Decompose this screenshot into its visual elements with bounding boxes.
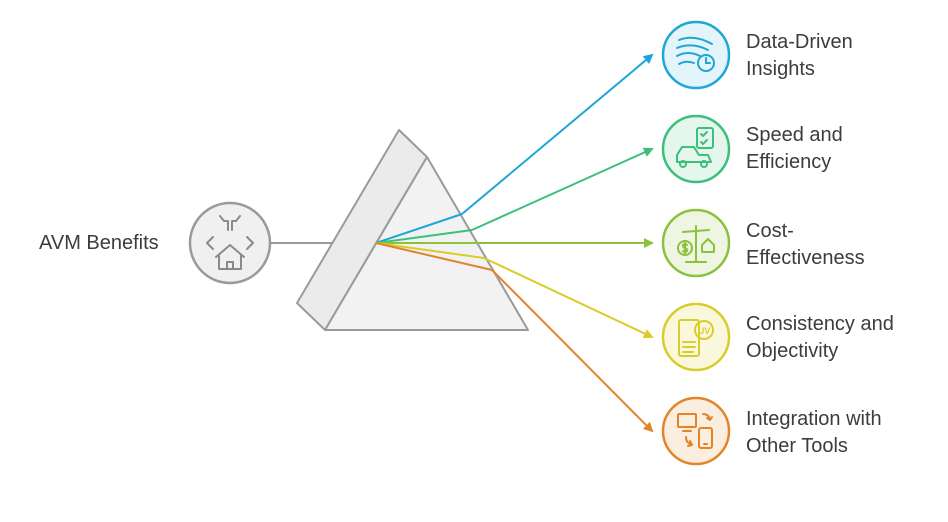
benefit-circle [661, 302, 731, 372]
internal-beams [375, 213, 493, 271]
benefit-label-line: Speed and [746, 124, 843, 146]
benefit-label-line: Efficiency [746, 151, 832, 173]
document-badge-icon: UV [678, 319, 714, 357]
benefit-label-line: Other Tools [746, 435, 848, 457]
source-label: AVM Benefits [39, 232, 159, 254]
beam-data-driven [461, 53, 654, 215]
car-checklist-icon [676, 127, 714, 168]
benefit-node-integration [661, 396, 731, 466]
scale-dollar-house-icon [677, 225, 715, 263]
benefit-label-data-driven: Data-Driven Insights [746, 29, 853, 83]
data-flow-clock-icon [676, 36, 715, 72]
benefit-label-cost: Cost- Effectiveness [746, 218, 865, 272]
benefit-label-line: Data-Driven [746, 31, 853, 53]
beam-integration [491, 269, 654, 433]
benefit-label-integration: Integration with Other Tools [746, 406, 882, 460]
beam-speed [471, 147, 654, 231]
benefit-node-speed [661, 114, 731, 184]
benefit-circle [661, 396, 731, 466]
svg-text:UV: UV [698, 326, 711, 336]
devices-sync-icon [677, 413, 713, 449]
benefit-label-line: Insights [746, 58, 815, 80]
benefit-node-consistency: UV [661, 302, 731, 372]
house-arrows-icon [206, 215, 254, 270]
benefit-node-data-driven [661, 20, 731, 90]
beam-consistency [483, 257, 654, 339]
benefit-node-cost [661, 208, 731, 278]
benefit-label-line: Effectiveness [746, 247, 865, 269]
benefit-label-line: Consistency and [746, 313, 894, 335]
benefit-label-line: Integration with [746, 408, 882, 430]
benefit-label-speed: Speed and Efficiency [746, 122, 843, 176]
benefit-label-line: Objectivity [746, 340, 839, 362]
benefit-label-line: Cost- [746, 220, 794, 242]
source-circle [188, 201, 272, 285]
output-beams [461, 53, 654, 433]
benefit-label-consistency: Consistency and Objectivity [746, 311, 894, 365]
source-node [188, 201, 272, 285]
